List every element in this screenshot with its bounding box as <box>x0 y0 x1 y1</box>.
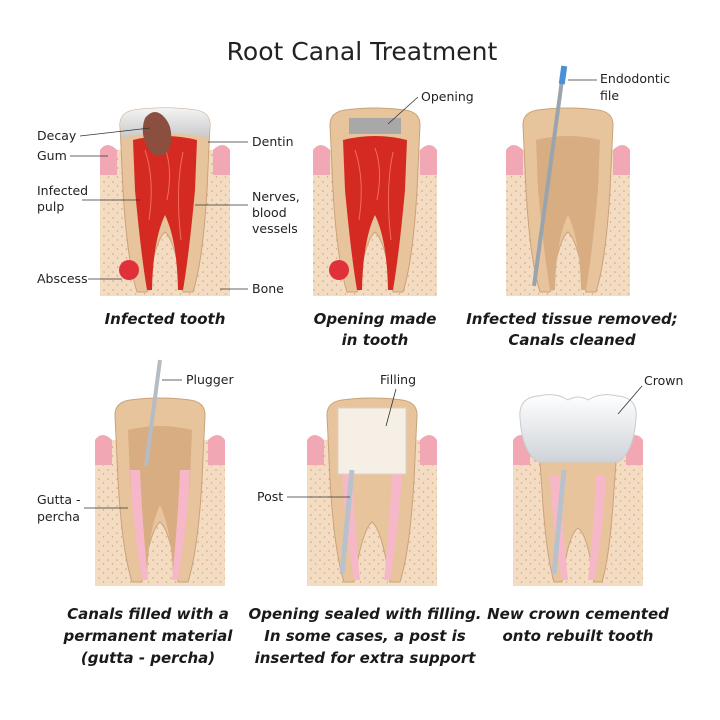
filling <box>337 407 407 475</box>
abscess-spot <box>329 260 349 280</box>
gum <box>307 435 324 465</box>
label-plugger: Plugger <box>186 372 234 387</box>
label-filling: Filling <box>380 372 416 387</box>
caption-step-2-line-2: in tooth <box>342 331 409 349</box>
caption-step-2-line-1: Opening made <box>314 310 437 328</box>
label-bone: Bone <box>252 281 284 296</box>
panel-new-crown <box>513 394 643 586</box>
post <box>339 469 355 575</box>
caption-step-5-line-3: inserted for extra support <box>255 649 477 667</box>
gutta-percha <box>342 470 360 580</box>
cleaned-canal <box>536 136 600 290</box>
caption-step-1-line-1: Infected tooth <box>105 310 226 328</box>
abscess-spot <box>119 260 139 280</box>
gutta-percha <box>384 470 402 580</box>
caption-step-4-line-2: permanent material <box>63 627 234 645</box>
gutta-percha <box>172 470 190 580</box>
label-decay: Decay <box>37 128 77 143</box>
gum <box>313 145 330 175</box>
labels-panel-1: Decay Gum Infected pulp Abscess Dentin N… <box>37 127 300 296</box>
caption-step-3-line-2: Canals cleaned <box>508 331 635 349</box>
page-title: Root Canal Treatment <box>227 37 498 66</box>
leader-decay <box>79 127 151 137</box>
gum <box>100 145 117 175</box>
endodontic-file-handle <box>558 65 568 85</box>
gutta-percha <box>130 470 148 580</box>
label-infected-pulp-1: Infected <box>37 183 88 198</box>
panel-infected-tooth <box>100 107 230 296</box>
label-crown: Crown <box>644 373 683 388</box>
panel-opening-made <box>313 107 437 296</box>
label-abscess: Abscess <box>37 271 88 286</box>
caption-step-6-line-1: New crown cemented <box>487 605 669 623</box>
caption-step-5-line-1: Opening sealed with filling. <box>248 605 481 623</box>
label-nerves-2: blood <box>252 205 287 220</box>
caption-step-3-line-1: Infected tissue removed; <box>466 310 678 328</box>
label-endodontic-file-2: file <box>600 88 619 103</box>
gum <box>95 435 112 465</box>
panel-opening-sealed <box>307 397 437 586</box>
gutta-percha <box>588 475 606 580</box>
label-endodontic-file-1: Endodontic <box>600 71 670 86</box>
endodontic-file-shaft <box>532 79 564 287</box>
opening <box>349 118 401 134</box>
leader-crown <box>617 385 643 415</box>
label-gum: Gum <box>37 148 67 163</box>
gum <box>420 435 437 465</box>
plugger <box>144 359 162 467</box>
caption-step-4-line-3: (gutta - percha) <box>81 649 215 667</box>
panel-canals-filled <box>95 359 225 586</box>
label-dentin: Dentin <box>252 134 294 149</box>
gum <box>208 435 225 465</box>
label-gutta-percha-1: Gutta - <box>37 492 81 507</box>
crown <box>519 394 637 463</box>
gum <box>506 145 523 175</box>
label-nerves-3: vessels <box>252 221 298 236</box>
nerve-lines <box>354 147 394 241</box>
leader-filling <box>385 388 397 427</box>
panel-canals-cleaned <box>506 65 630 296</box>
label-infected-pulp-2: pulp <box>37 199 64 214</box>
leader-opening <box>387 96 419 125</box>
label-post: Post <box>257 489 283 504</box>
post <box>551 469 567 575</box>
caption-step-4-line-1: Canals filled with a <box>67 605 229 623</box>
label-opening: Opening <box>421 89 474 104</box>
gum <box>420 145 437 175</box>
caption-step-6-line-2: onto rebuilt tooth <box>503 627 654 645</box>
label-nerves-1: Nerves, <box>252 189 300 204</box>
gum <box>213 145 230 175</box>
gum <box>613 145 630 175</box>
caption-step-5-line-2: In some cases, a post is <box>264 627 466 645</box>
label-gutta-percha-2: percha <box>37 509 80 524</box>
infected-pulp <box>133 136 197 290</box>
infected-pulp <box>343 136 407 290</box>
decay-spot <box>142 112 172 156</box>
